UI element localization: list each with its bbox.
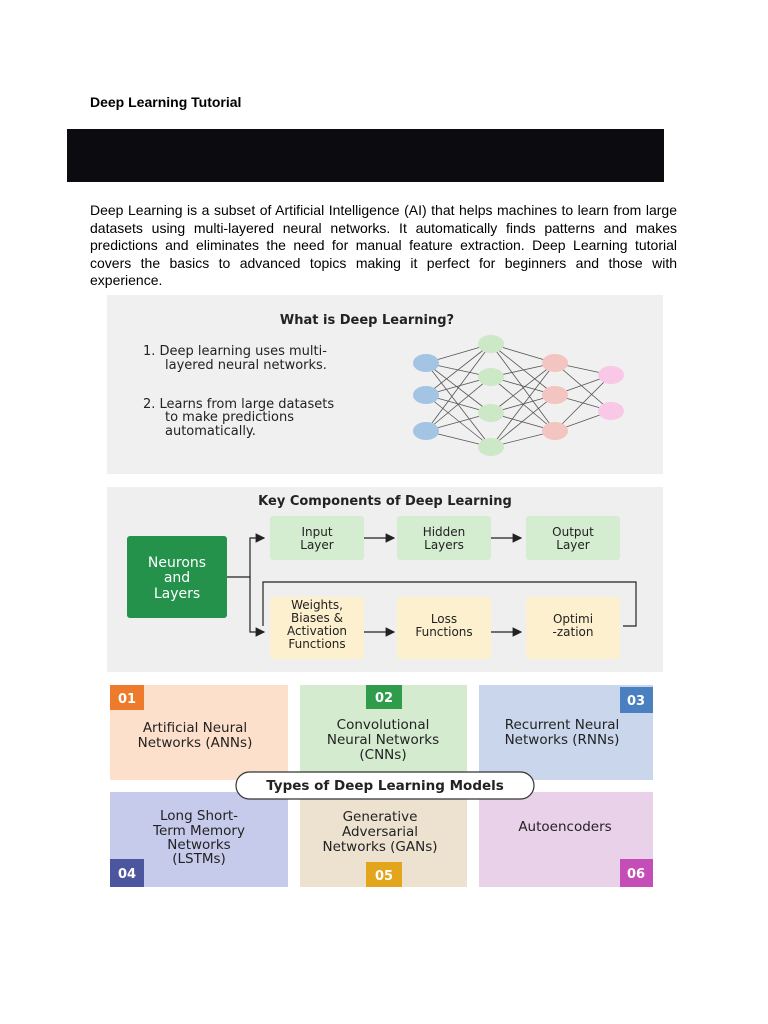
weights-label-2: Biases & <box>291 611 343 625</box>
what-is-heading: What is Deep Learning? <box>280 313 454 328</box>
ann-label-1: Artificial Neural <box>143 720 247 736</box>
input-layer-label-1: Input <box>301 525 332 539</box>
optimization-label-1: Optimi <box>553 612 593 626</box>
header-banner <box>67 129 664 182</box>
what-is-deep-learning-figure: What is Deep Learning? 1. Deep learning … <box>107 295 663 474</box>
badge-04-label: 04 <box>118 867 136 882</box>
loop-connector <box>262 581 637 627</box>
neuron-node <box>413 354 439 372</box>
output-layer-box <box>526 516 620 560</box>
loss-functions-box <box>397 597 491 659</box>
autoencoder-label: Autoencoders <box>518 819 611 835</box>
connector-to-input <box>227 533 266 578</box>
rnn-label-2: Networks (RNNs) <box>505 732 620 748</box>
badge-05-label: 05 <box>375 869 393 884</box>
hidden-layers-label-2: Layers <box>424 538 464 552</box>
rnn-label-1: Recurrent Neural <box>505 717 620 733</box>
output-layer-label-1: Output <box>552 525 594 539</box>
network-connection <box>425 362 492 448</box>
components-heading: Key Components of Deep Learning <box>258 494 512 509</box>
lstm-label-2: Term Memory <box>152 823 245 839</box>
loss-label-2: Functions <box>415 625 472 639</box>
types-of-models-figure: 01 02 03 04 05 06 Artificial Neural Netw… <box>107 685 663 887</box>
neurons-label-2: and <box>164 570 190 586</box>
network-connection <box>425 343 492 432</box>
badge-01-label: 01 <box>118 692 136 707</box>
output-layer-label-2: Layer <box>556 538 590 552</box>
page-title: Deep Learning Tutorial <box>90 94 242 110</box>
lstm-label-4: (LSTMs) <box>172 851 226 867</box>
weights-label-4: Functions <box>288 637 345 651</box>
gan-label-3: Networks (GANs) <box>322 839 437 855</box>
weights-label-3: Activation <box>287 624 347 638</box>
network-connection <box>490 394 556 448</box>
lstm-label-3: Networks <box>167 837 230 853</box>
network-connection <box>490 343 556 396</box>
types-heading-pill <box>235 771 535 800</box>
point-1-line-2: layered neural networks. <box>165 358 327 373</box>
lstm-label-1: Long Short- <box>160 808 238 824</box>
weights-biases-box <box>270 597 364 659</box>
network-connection <box>490 362 556 414</box>
badge-06 <box>620 859 653 887</box>
point-2-line-1: 2. Learns from large datasets <box>143 397 334 412</box>
neuron-node <box>478 368 504 386</box>
point-1-line-1: 1. Deep learning uses multi- <box>143 344 327 359</box>
weights-label-1: Weights, <box>291 598 343 612</box>
badge-03 <box>620 687 653 713</box>
badge-02 <box>366 685 402 709</box>
network-connection <box>425 394 492 448</box>
hidden-layers-label-1: Hidden <box>423 525 466 539</box>
network-neurons <box>413 335 624 456</box>
neuron-node <box>478 404 504 422</box>
hidden-layers-box <box>397 516 491 560</box>
network-connection <box>554 362 612 412</box>
cnn-label-1: Convolutional <box>337 717 430 733</box>
neuron-node <box>598 402 624 420</box>
intro-paragraph: Deep Learning is a subset of Artificial … <box>90 202 677 289</box>
optimization-box <box>526 597 620 659</box>
badge-01 <box>110 685 144 710</box>
neuron-node <box>478 335 504 353</box>
neurons-and-layers-box <box>127 536 227 618</box>
network-connection <box>554 374 612 432</box>
neuron-node <box>413 386 439 404</box>
connector-to-weights <box>249 577 266 637</box>
neurons-label-3: Layers <box>154 586 200 602</box>
neuron-node <box>478 438 504 456</box>
neuron-node <box>542 422 568 440</box>
loss-label-1: Loss <box>431 612 457 626</box>
point-2-line-3: automatically. <box>165 424 256 439</box>
badge-06-label: 06 <box>627 867 645 882</box>
input-layer-label-2: Layer <box>300 538 334 552</box>
input-layer-box <box>270 516 364 560</box>
badge-05 <box>366 862 402 887</box>
point-2-line-2: to make predictions <box>165 410 294 425</box>
ann-label-2: Networks (ANNs) <box>138 735 253 751</box>
badge-04 <box>110 859 144 887</box>
network-connection <box>490 362 556 448</box>
network-connections <box>425 343 612 448</box>
neuron-node <box>542 386 568 404</box>
badge-03-label: 03 <box>627 694 645 709</box>
neuron-node <box>413 422 439 440</box>
optimization-label-2: -zation <box>553 625 594 639</box>
neurons-label-1: Neurons <box>148 555 206 571</box>
badge-02-label: 02 <box>375 691 393 706</box>
cnn-label-2: Neural Networks <box>327 732 439 748</box>
gan-label-1: Generative <box>343 809 418 825</box>
neural-network-diagram <box>413 335 624 456</box>
types-heading: Types of Deep Learning Models <box>266 778 504 794</box>
gan-label-2: Adversarial <box>342 824 418 840</box>
network-connection <box>425 343 492 396</box>
neuron-node <box>542 354 568 372</box>
network-connection <box>425 376 492 432</box>
cnn-label-3: (CNNs) <box>359 747 406 763</box>
neuron-node <box>598 366 624 384</box>
key-components-figure: Key Components of Deep Learning Neurons … <box>107 487 663 672</box>
